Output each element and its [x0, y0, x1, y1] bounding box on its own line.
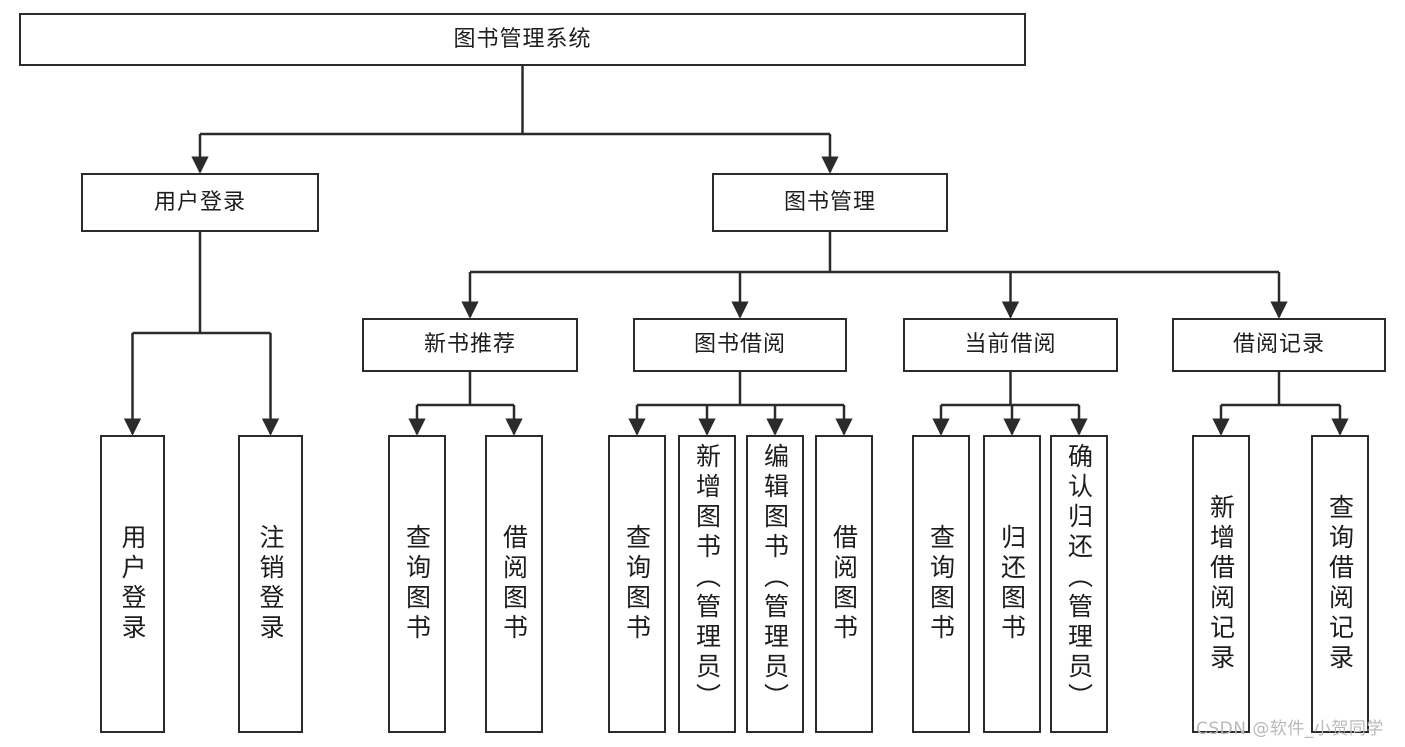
node-leaf-query-borrow-record[interactable]: 查询借阅记录 [1311, 435, 1369, 733]
node-leaf-logout[interactable]: 注销登录 [238, 435, 303, 733]
node-label: 确认归还（管理员） [1064, 443, 1094, 713]
node-leaf-add-book-admin[interactable]: 新增图书（管理员） [678, 435, 736, 733]
node-label: 注销登录 [256, 524, 285, 644]
node-current-borrow[interactable]: 当前借阅 [903, 318, 1118, 372]
node-book-management[interactable]: 图书管理 [712, 173, 948, 232]
node-leaf-query-book-recommend[interactable]: 查询图书 [388, 435, 446, 733]
node-label: 图书管理系统 [453, 26, 592, 52]
node-leaf-borrow-book-recommend[interactable]: 借阅图书 [485, 435, 543, 733]
node-label: 用户登录 [153, 189, 246, 215]
node-leaf-confirm-return-admin[interactable]: 确认归还（管理员） [1050, 435, 1108, 733]
node-leaf-borrow-book[interactable]: 借阅图书 [815, 435, 873, 733]
node-label: 查询图书 [622, 524, 652, 644]
node-new-book-recommend[interactable]: 新书推荐 [362, 318, 578, 372]
node-label: 新增图书（管理员） [692, 443, 722, 713]
node-leaf-query-book-current[interactable]: 查询图书 [912, 435, 970, 733]
node-label: 编辑图书（管理员） [760, 443, 790, 713]
node-label: 借阅记录 [1232, 332, 1325, 358]
node-label: 图书管理 [783, 189, 876, 215]
node-root[interactable]: 图书管理系统 [19, 13, 1026, 66]
node-book-borrow[interactable]: 图书借阅 [633, 318, 847, 372]
node-label: 归还图书 [997, 524, 1027, 644]
node-label: 查询图书 [926, 524, 956, 644]
node-leaf-add-borrow-record[interactable]: 新增借阅记录 [1192, 435, 1250, 733]
watermark-text: CSDN @软件_小贺同学 [1196, 719, 1384, 739]
node-leaf-user-login[interactable]: 用户登录 [100, 435, 165, 733]
node-leaf-return-book[interactable]: 归还图书 [983, 435, 1041, 733]
node-label: 借阅图书 [829, 524, 859, 644]
node-label: 当前借阅 [964, 332, 1057, 358]
node-leaf-edit-book-admin[interactable]: 编辑图书（管理员） [746, 435, 804, 733]
node-label: 查询图书 [402, 524, 432, 644]
node-label: 图书借阅 [693, 332, 786, 358]
node-label: 新增借阅记录 [1206, 494, 1236, 674]
node-borrow-record[interactable]: 借阅记录 [1172, 318, 1386, 372]
node-label: 借阅图书 [499, 524, 529, 644]
node-user-login[interactable]: 用户登录 [81, 173, 319, 232]
node-label: 新书推荐 [423, 332, 516, 358]
node-label: 用户登录 [118, 524, 147, 644]
node-label: 查询借阅记录 [1325, 494, 1355, 674]
node-leaf-query-book-borrow[interactable]: 查询图书 [608, 435, 666, 733]
